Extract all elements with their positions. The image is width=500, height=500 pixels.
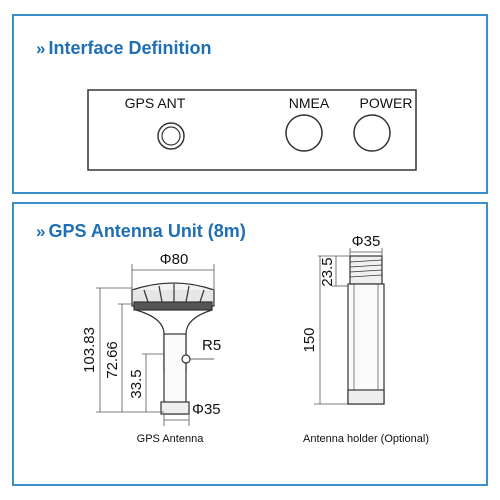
section-heading: » Interface Definition <box>36 38 212 59</box>
section-title: GPS Antenna Unit (8m) <box>48 221 246 241</box>
antenna-total-height: 103.83 <box>81 327 98 373</box>
antenna-low-height: 33.5 <box>128 369 145 398</box>
holder-top-diameter: Φ35 <box>352 233 381 250</box>
holder-total-height: 150 <box>301 327 318 352</box>
antenna-radius: R5 <box>202 337 221 354</box>
nmea-port <box>285 114 323 152</box>
gps-ant-port-label: GPS ANT <box>125 95 186 111</box>
double-chevron-right-icon: » <box>36 221 46 241</box>
holder-thread-height: 23.5 <box>319 257 336 286</box>
antenna-holder-drawing <box>347 255 385 405</box>
interface-panel-drawing: GPS ANT NMEA POWER <box>87 89 417 171</box>
power-port <box>353 114 391 152</box>
antenna-dimension-lines <box>96 264 215 426</box>
interface-definition-panel: » Interface Definition GPS ANT NMEA POWE… <box>12 14 488 194</box>
antenna-unit-drawing: Φ80 103.83 72.66 33.5 R5 Φ35 GPS Antenna <box>81 233 429 445</box>
power-port-label: POWER <box>360 95 413 111</box>
double-chevron-right-icon: » <box>36 38 46 58</box>
antenna-base-diameter: Φ35 <box>192 401 221 418</box>
nmea-port-label: NMEA <box>289 95 330 111</box>
section-heading: » GPS Antenna Unit (8m) <box>36 221 246 242</box>
gps-ant-port <box>157 122 185 150</box>
holder-dimension-lines <box>314 248 383 405</box>
antenna-top-diameter: Φ80 <box>160 251 189 268</box>
gps-antenna-caption: GPS Antenna <box>137 433 205 445</box>
antenna-holder-caption: Antenna holder (Optional) <box>303 433 429 445</box>
antenna-mid-height: 72.66 <box>104 341 121 379</box>
gps-antenna-drawing <box>131 282 215 415</box>
gps-antenna-unit-panel: » GPS Antenna Unit (8m) <box>12 202 488 486</box>
section-title: Interface Definition <box>48 38 212 58</box>
